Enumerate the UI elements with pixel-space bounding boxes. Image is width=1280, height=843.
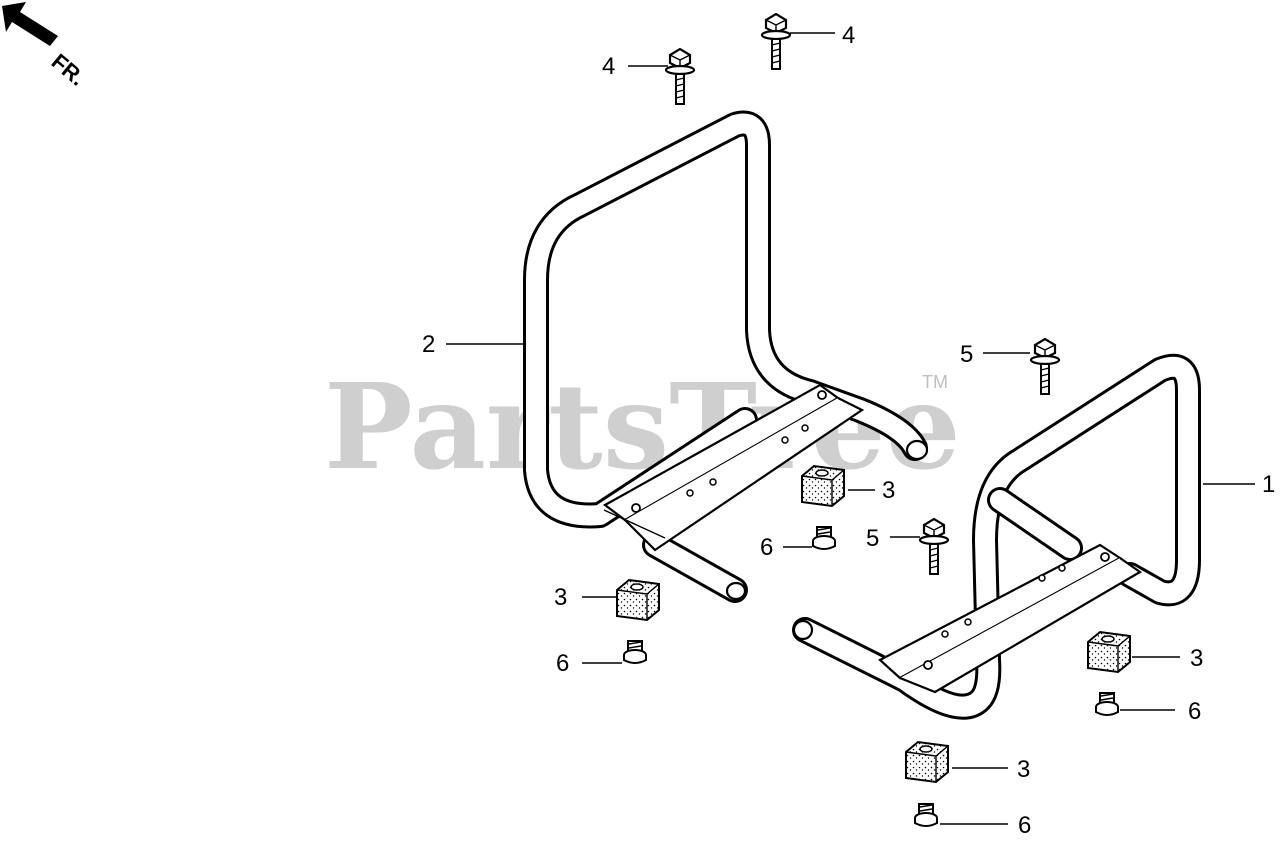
- callout-bolt-4-left: 4: [602, 53, 615, 80]
- watermark-tm: TM: [922, 372, 948, 392]
- frame-right: [792, 353, 1201, 720]
- callout-rubber-mount-4: 3: [1017, 756, 1030, 783]
- bolt-5-upper: [1029, 337, 1061, 396]
- leader-lines: [446, 32, 1255, 825]
- callout-frame-right: 1: [1262, 471, 1275, 498]
- front-direction-label: FR.: [47, 49, 90, 91]
- screw-6-b: [623, 640, 647, 664]
- callout-screw-6-b: 6: [556, 650, 569, 677]
- callout-rubber-mount-3: 3: [1190, 645, 1203, 672]
- bolt-4-left: [664, 47, 696, 106]
- callout-frame-left: 2: [422, 331, 435, 358]
- bolt-5-lower: [918, 517, 950, 576]
- callout-bolt-4-right: 4: [842, 22, 855, 49]
- rubber-mount-3: [1087, 631, 1131, 673]
- callout-bolt-5-lower: 5: [866, 525, 879, 552]
- screw-6-c: [1095, 692, 1119, 716]
- callout-screw-6-d: 6: [1018, 812, 1031, 839]
- rubber-mount-1: [801, 465, 845, 507]
- front-arrow-icon: [2, 2, 58, 46]
- callout-rubber-mount-2: 3: [554, 584, 567, 611]
- bolt-4-right: [760, 12, 792, 71]
- screw-6-a: [812, 526, 836, 550]
- callout-screw-6-c: 6: [1188, 698, 1201, 725]
- frame-left: [523, 110, 929, 603]
- callout-bolt-5-upper: 5: [960, 341, 973, 368]
- screw-6-d: [914, 803, 938, 827]
- callout-rubber-mount-1: 3: [882, 477, 895, 504]
- rubber-mount-2: [616, 579, 660, 621]
- callout-screw-6-a: 6: [760, 534, 773, 561]
- rubber-mount-4: [905, 741, 949, 783]
